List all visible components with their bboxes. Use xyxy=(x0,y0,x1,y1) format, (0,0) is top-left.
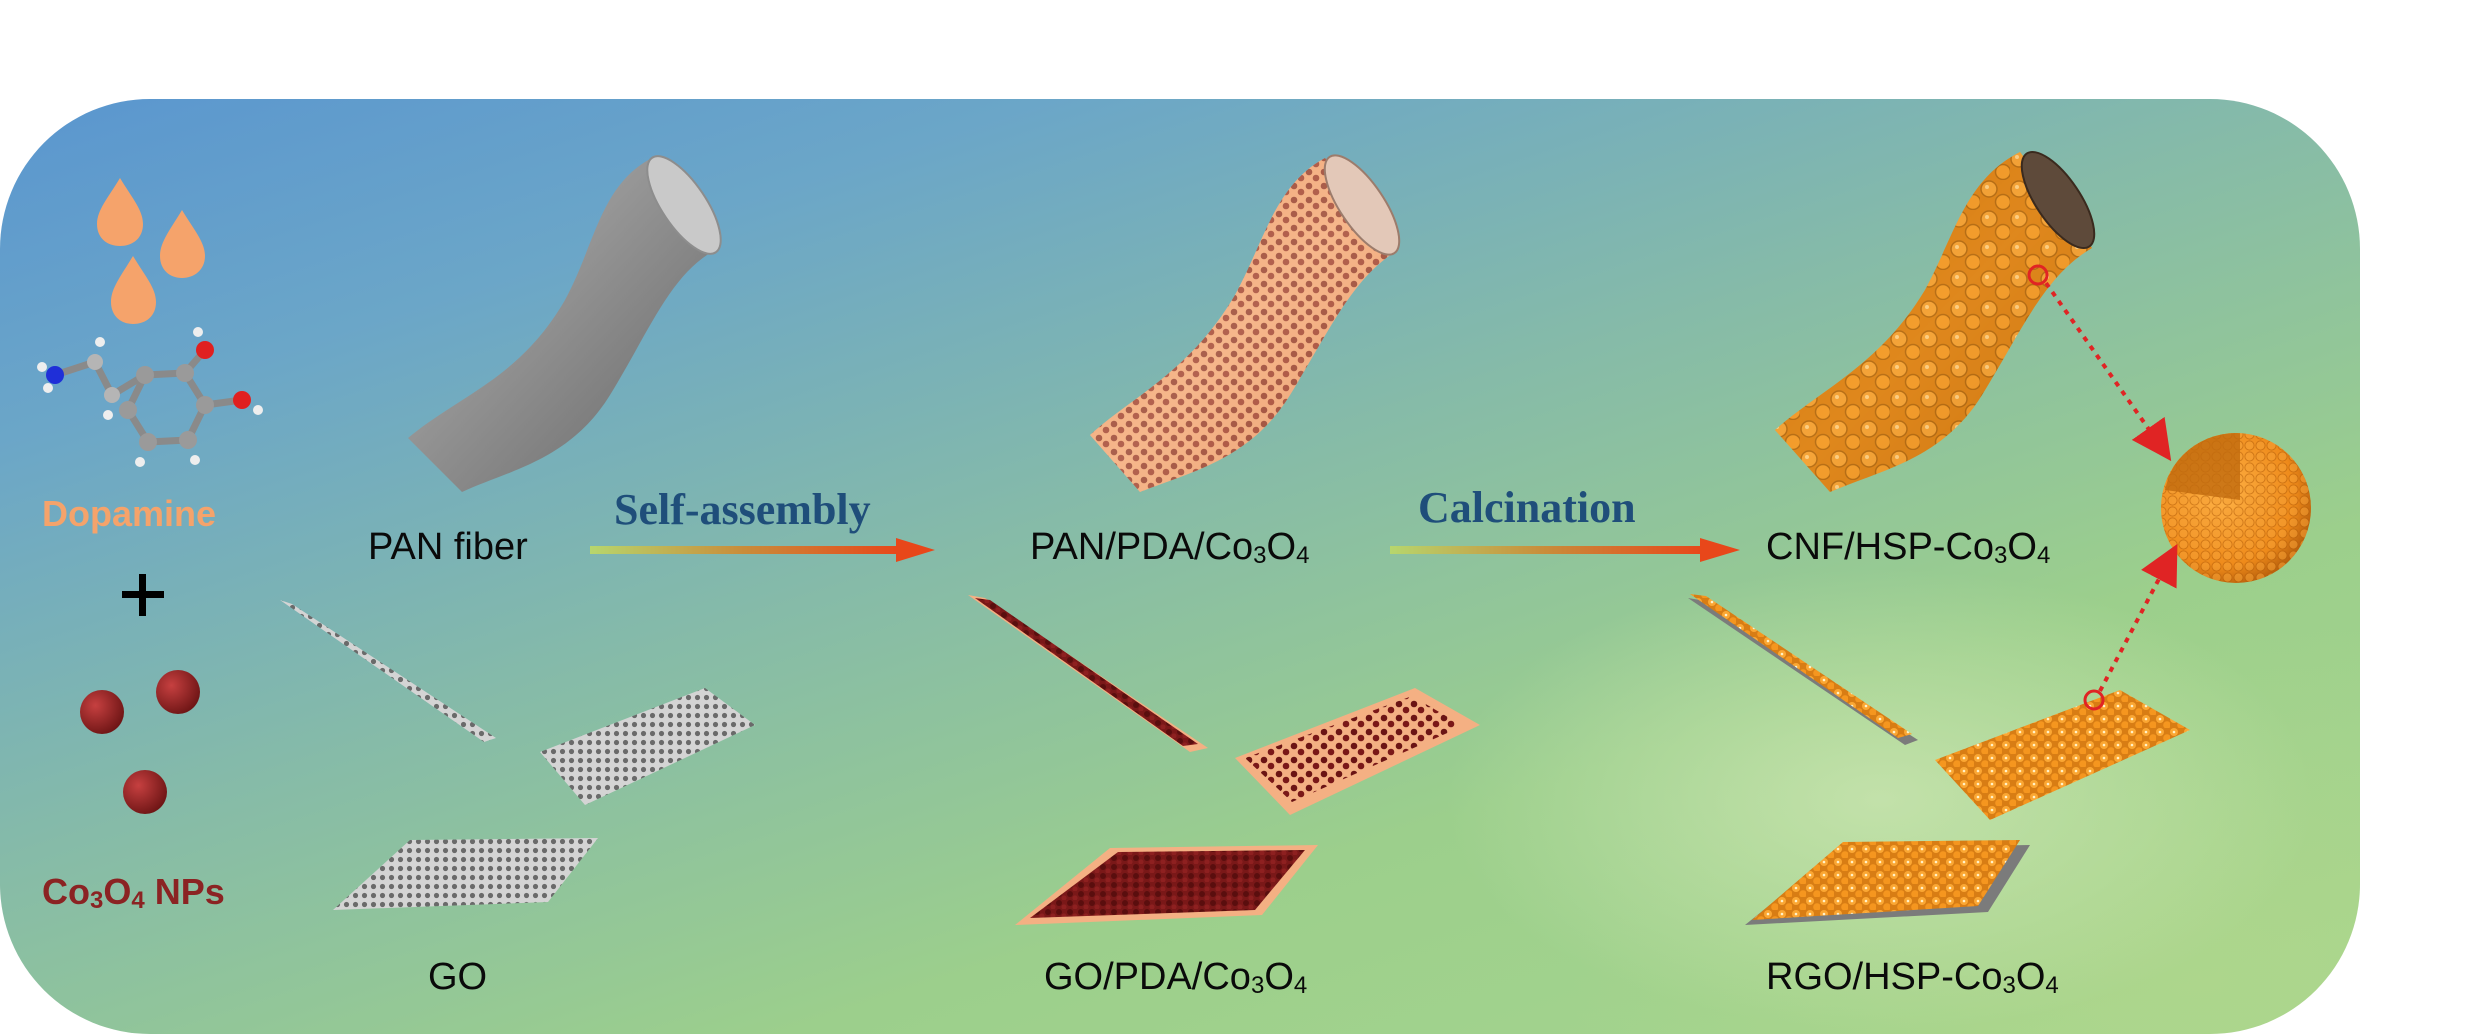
callout-pointers xyxy=(2027,264,2178,711)
dopamine-molecule xyxy=(51,346,246,446)
dopamine-label: Dopamine xyxy=(42,493,217,534)
go-pda-co3o4-label: GO/PDA/Co3O4 xyxy=(1044,956,1308,999)
go-label: GO xyxy=(428,956,488,998)
rgo-hsp-co3o4-label: RGO/HSP-Co3O4 xyxy=(1766,956,2059,999)
go-pda-sheets xyxy=(968,595,1480,925)
self-assembly-arrow xyxy=(590,538,935,562)
rgo-hsp-sheets xyxy=(1688,594,2190,925)
go-sheets xyxy=(280,600,755,910)
self-assembly-label: Self-assembly xyxy=(614,485,871,534)
pan-pda-fiber xyxy=(1090,154,1401,492)
pan-fiber-label: PAN fiber xyxy=(368,526,528,568)
calcination-arrow xyxy=(1390,538,1740,562)
dopamine-droplets xyxy=(97,178,205,324)
hollow-sphere xyxy=(2161,433,2311,583)
co3o4-nps-label: Co3O4 NPs xyxy=(42,871,225,914)
calcination-label: Calcination xyxy=(1418,483,1636,532)
plus-sign xyxy=(122,574,164,616)
cnf-hsp-fiber xyxy=(1775,150,2096,492)
pan-fiber xyxy=(408,155,722,492)
co3o4-nanoparticles xyxy=(80,670,200,814)
cnf-hsp-co3o4-label: CNF/HSP-Co3O4 xyxy=(1766,526,2051,569)
dopamine-atoms xyxy=(37,327,263,467)
pan-pda-co3o4-label: PAN/PDA/Co3O4 xyxy=(1030,526,1310,569)
